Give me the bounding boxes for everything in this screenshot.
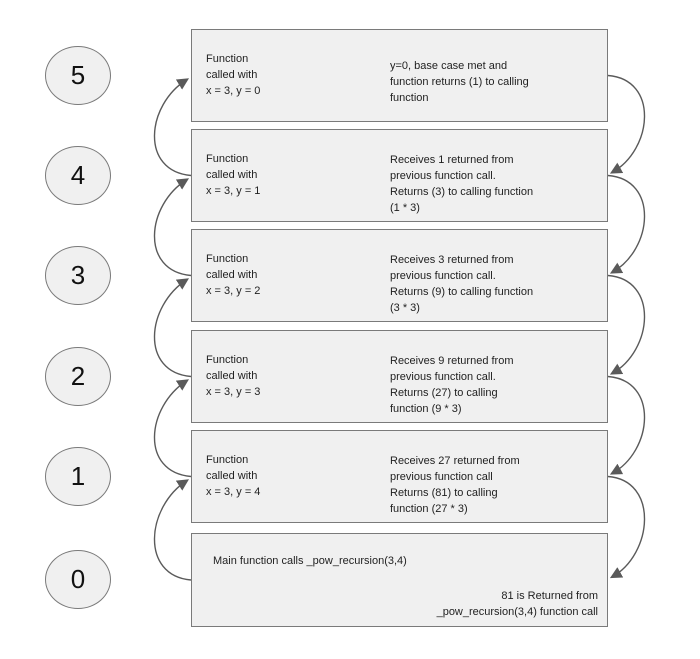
call-arc-level2-to-level1-icon: [153, 178, 192, 277]
frame-call-text: Function called with x = 3, y = 2: [206, 253, 261, 297]
frame-return-text: y=0, base case met and function returns …: [390, 60, 529, 104]
frame-call-text: Function called with x = 3, y = 0: [206, 53, 261, 97]
stack-level-label: 3: [70, 260, 86, 290]
frame-return-text: Receives 9 returned from previous functi…: [390, 355, 514, 415]
main-call-text: Main function calls _pow_recursion(3,4): [213, 555, 407, 567]
stack-frame-level-1: Function called with x = 3, y = 4 Receiv…: [191, 430, 608, 523]
return-arc-level1-to-level2-icon: [607, 174, 646, 274]
return-arc-level4-to-main-icon: [607, 475, 646, 579]
stack-frame-main: Main function calls _pow_recursion(3,4) …: [191, 533, 608, 627]
stack-level-label: 2: [70, 361, 86, 391]
call-arc-level4-to-level3-icon: [153, 379, 192, 478]
stack-frame-level-5: Function called with x = 3, y = 0 y=0, b…: [191, 29, 608, 122]
stack-level-label: 4: [70, 160, 86, 190]
call-arc-main-to-level4-icon: [153, 479, 192, 581]
frame-call-text: Function called with x = 3, y = 4: [206, 454, 261, 498]
stack-level-circle-0: 0: [45, 550, 111, 609]
return-arc-level2-to-level3-icon: [607, 274, 646, 375]
main-result-text: 81 is Returned from _pow_recursion(3,4) …: [436, 590, 598, 618]
call-arc-level3-to-level2-icon: [153, 278, 192, 378]
return-arc-level0-to-level1-icon: [607, 74, 646, 174]
stack-level-label: 1: [70, 461, 86, 491]
call-arc-level1-to-level0-icon: [153, 78, 192, 177]
stack-level-label: 5: [70, 60, 86, 90]
return-arc-level3-to-level4-icon: [607, 375, 646, 475]
frame-return-text: Receives 1 returned from previous functi…: [390, 154, 534, 214]
stack-level-circle-5: 5: [45, 46, 111, 105]
stack-level-circle-2: 2: [45, 347, 111, 406]
frame-call-text: Function called with x = 3, y = 3: [206, 354, 261, 398]
frame-return-text: Receives 27 returned from previous funct…: [390, 455, 520, 515]
stack-level-circle-3: 3: [45, 246, 111, 305]
frame-return-text: Receives 3 returned from previous functi…: [390, 254, 534, 314]
stack-level-circle-1: 1: [45, 447, 111, 506]
stack-frame-level-2: Function called with x = 3, y = 3 Receiv…: [191, 330, 608, 423]
stack-frame-level-3: Function called with x = 3, y = 2 Receiv…: [191, 229, 608, 322]
stack-frame-level-4: Function called with x = 3, y = 1 Receiv…: [191, 129, 608, 222]
stack-level-circle-4: 4: [45, 146, 111, 205]
stack-level-label: 0: [70, 564, 86, 594]
frame-call-text: Function called with x = 3, y = 1: [206, 153, 261, 197]
